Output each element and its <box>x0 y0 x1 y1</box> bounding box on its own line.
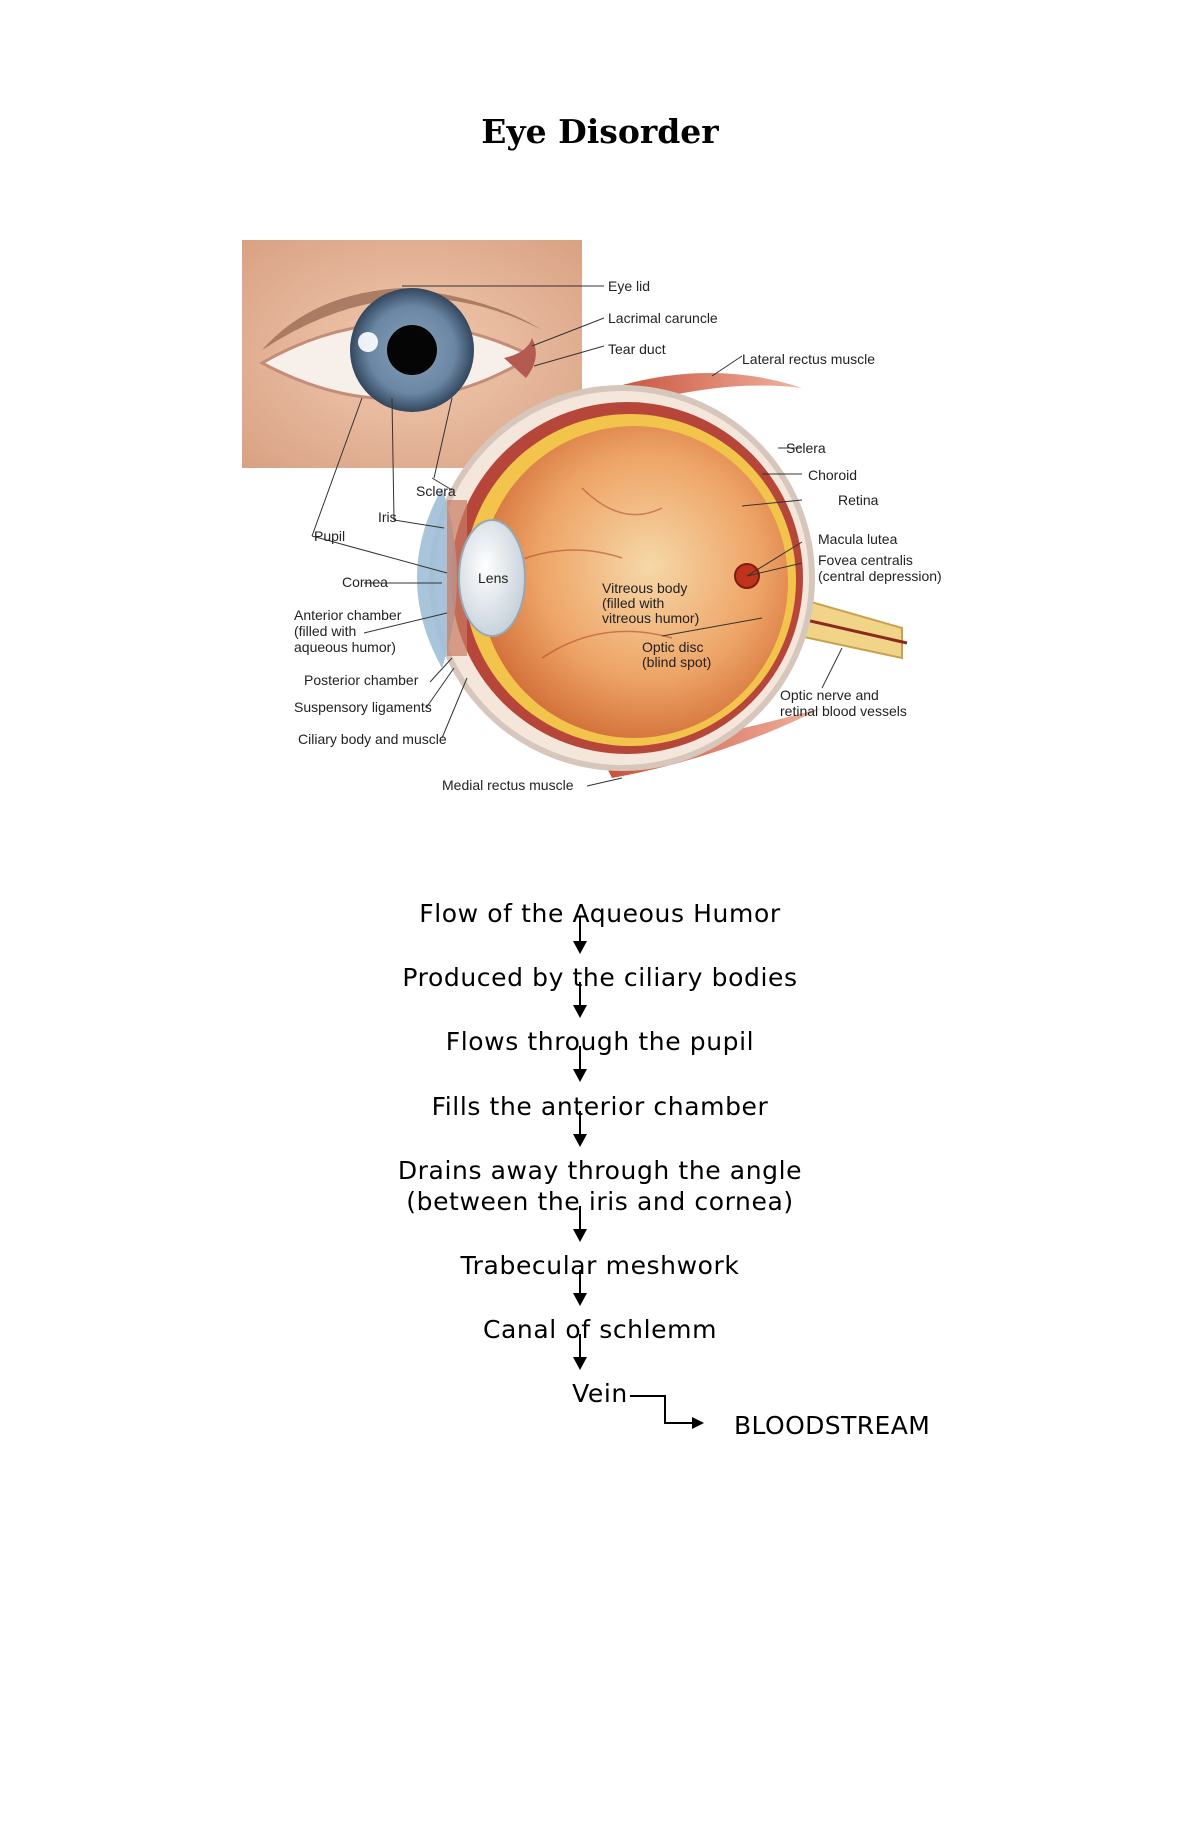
label-tear-duct: Tear duct <box>608 341 666 357</box>
page-title: Eye Disorder <box>481 112 719 151</box>
label-choroid: Choroid <box>808 467 857 483</box>
lateral-rectus-muscle <box>612 373 802 408</box>
label-posterior-chamber: Posterior chamber <box>304 672 419 688</box>
label-anterior-1: Anterior chamber <box>294 607 402 623</box>
flow-step-4: Fills the anterior chamber <box>431 1092 769 1121</box>
flow-step-7: Canal of schlemm <box>482 1315 718 1344</box>
flow-step-3: Flows through the pupil <box>445 1027 755 1056</box>
flow-arrow <box>573 1206 587 1242</box>
flow-arrow <box>573 1334 587 1370</box>
flow-step-1: Flow of the Aqueous Humor <box>419 899 781 928</box>
label-medial-rectus: Medial rectus muscle <box>442 777 574 793</box>
flow-arrow <box>573 982 587 1018</box>
label-macula: Macula lutea <box>818 531 898 547</box>
pupil-photo <box>387 325 437 375</box>
label-iris: Iris <box>378 509 397 525</box>
flow-arrow <box>573 1111 587 1147</box>
eye-anatomy-illustration: Eye lid Lacrimal caruncle Tear duct Late… <box>242 240 942 793</box>
ciliary-body <box>447 500 467 656</box>
label-eye-lid: Eye lid <box>608 278 650 294</box>
label-sclera-right: Sclera <box>786 440 826 456</box>
label-anterior-2: (filled with <box>294 623 356 639</box>
eye-anatomy-diagram: Eye lid Lacrimal caruncle Tear duct Late… <box>242 238 958 810</box>
bloodstream-connector <box>630 1395 704 1429</box>
flow-step-2: Produced by the ciliary bodies <box>402 963 798 992</box>
label-optic-nerve-2: retinal blood vessels <box>780 703 907 719</box>
label-anterior-3: aqueous humor) <box>294 639 396 655</box>
label-ciliary: Ciliary body and muscle <box>298 731 447 747</box>
label-optic-nerve-1: Optic nerve and <box>780 687 879 703</box>
vitreous-body <box>480 426 788 738</box>
label-optic-disc-2: (blind spot) <box>642 654 711 670</box>
label-fovea-2: (central depression) <box>818 568 942 584</box>
lens <box>458 519 526 637</box>
flow-step-8: Vein <box>572 1379 628 1408</box>
label-vitreous-1: Vitreous body <box>602 580 687 596</box>
flow-step-6: Trabecular meshwork <box>460 1251 740 1280</box>
label-fovea-1: Fovea centralis <box>818 552 913 568</box>
label-suspensory: Suspensory ligaments <box>294 699 432 715</box>
label-vitreous-3: vitreous humor) <box>602 610 699 626</box>
label-retina: Retina <box>838 492 879 508</box>
flow-arrow <box>573 916 587 954</box>
flow-step-5b: (between the iris and cornea) <box>406 1187 794 1216</box>
label-lens: Lens <box>478 570 508 586</box>
label-pupil: Pupil <box>314 528 345 544</box>
label-lateral-rectus: Lateral rectus muscle <box>742 351 875 367</box>
label-cornea: Cornea <box>342 574 388 590</box>
bloodstream-label: BLOODSTREAM <box>734 1411 931 1440</box>
label-vitreous-2: (filled with <box>602 595 664 611</box>
label-lacrimal-caruncle: Lacrimal caruncle <box>608 310 718 326</box>
label-sclera-left: Sclera <box>416 483 456 499</box>
flow-arrow <box>573 1046 587 1082</box>
flow-arrow <box>573 1270 587 1306</box>
label-optic-disc-1: Optic disc <box>642 639 703 655</box>
flow-step-5a: Drains away through the angle <box>397 1156 803 1185</box>
